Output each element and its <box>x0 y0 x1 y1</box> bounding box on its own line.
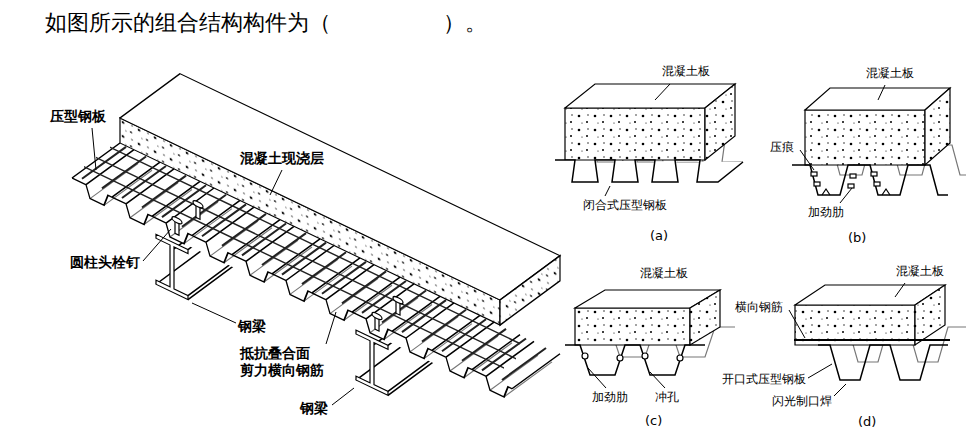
slab-top-face <box>120 45 560 329</box>
slab-end-face <box>500 227 560 354</box>
part-label: 混凝土板 <box>662 64 710 78</box>
slab-front-face <box>565 108 705 160</box>
question-title: 如图所示的组合结构构件为（ ）。 <box>45 10 487 36</box>
panel-d <box>794 285 966 380</box>
panel-letter: (c) <box>645 413 662 429</box>
part-label: 混凝土板 <box>640 266 688 280</box>
deck-profile <box>792 165 948 195</box>
composite-floor <box>72 22 560 432</box>
transverse-rebar <box>794 339 950 341</box>
indentations <box>811 172 880 188</box>
stiffener <box>822 189 890 195</box>
panel-letter: (b) <box>848 230 866 246</box>
part-label: 混凝土现浇层 <box>240 150 324 167</box>
part-label: 混凝土板 <box>866 66 914 80</box>
part-label: 加劲肋 <box>592 390 628 404</box>
slab-end-face <box>705 84 735 160</box>
part-label: 钢梁 <box>238 318 266 335</box>
part-label: 混凝土板 <box>896 264 944 278</box>
part-label: 压痕 <box>770 140 794 154</box>
part-label: 压型钢板 <box>50 108 106 125</box>
steel-beam-section <box>356 330 388 395</box>
deck-profile <box>565 345 705 375</box>
slab-end-face <box>690 290 720 345</box>
part-label: 冲孔 <box>655 390 679 404</box>
deck-profile <box>555 160 743 182</box>
punched-holes <box>582 353 683 361</box>
leader-line <box>92 84 905 405</box>
deck-profile <box>818 345 948 380</box>
part-label: 闪光制口焊 <box>772 394 832 408</box>
slab-end-face <box>915 285 945 345</box>
part-label: 横向钢筋 <box>735 300 783 314</box>
part-label: 抵抗叠合面 剪力横向钢筋 <box>240 345 331 379</box>
panel-letter: (a) <box>650 228 668 244</box>
part-label: 圆柱头栓钉 <box>70 254 140 271</box>
slab-end-face <box>925 88 950 165</box>
slab-front-face <box>575 308 690 345</box>
slab-front-face <box>805 110 925 165</box>
panel-a <box>555 84 743 182</box>
panel-c <box>565 290 735 375</box>
part-label: 开口式压型钢板 <box>722 372 806 386</box>
steel-beam-section <box>156 234 188 299</box>
panel-b <box>792 88 966 195</box>
part-label: 闭合式压型钢板 <box>583 198 667 212</box>
part-label: 钢梁 <box>300 400 328 417</box>
part-label: 加劲肋 <box>808 205 844 219</box>
panel-letter: (d) <box>858 414 876 430</box>
